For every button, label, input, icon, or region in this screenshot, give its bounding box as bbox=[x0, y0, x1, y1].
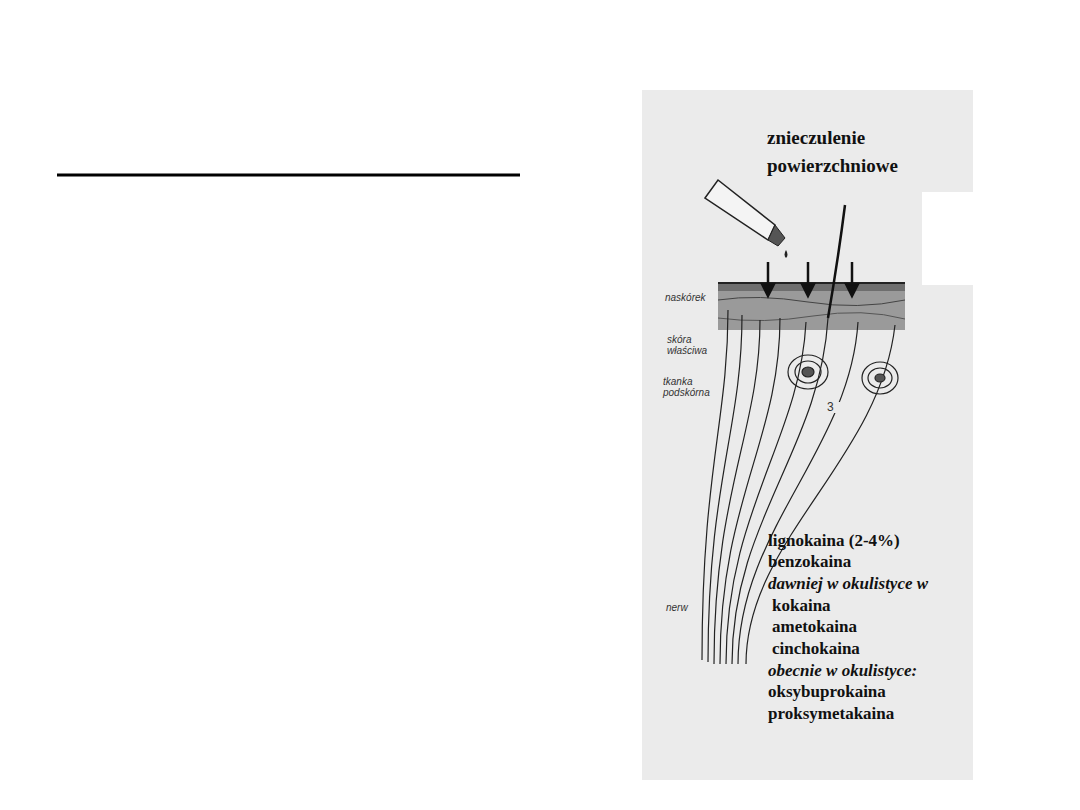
layer-label: naskórek bbox=[664, 292, 718, 303]
drug-name: ametokaina bbox=[772, 617, 857, 637]
white-notch bbox=[922, 192, 973, 285]
hair-shaft bbox=[828, 205, 845, 318]
figure-title: znieczulenie powierzchniowe bbox=[767, 124, 967, 180]
drug-name: kokaina bbox=[772, 596, 831, 616]
lamellar-corpuscle bbox=[788, 355, 898, 394]
drug-name: benzokaina bbox=[768, 552, 851, 572]
note-heading: dawniej w okulistyce w bbox=[768, 574, 928, 594]
drug-name: cinchokaina bbox=[772, 639, 860, 659]
layer-label: skóra właściwa bbox=[666, 334, 716, 356]
header-rule bbox=[57, 174, 520, 177]
scan-panel bbox=[642, 90, 973, 780]
nerve-fibers bbox=[702, 310, 895, 664]
nerve-label: nerw bbox=[665, 602, 699, 613]
callout-number: 3 bbox=[826, 402, 842, 413]
penetration-arrows bbox=[762, 262, 858, 296]
layer-label: tkanka podskórna bbox=[662, 376, 720, 398]
note-heading: obecnie w okulistyce: bbox=[768, 661, 917, 681]
drug-name: proksymetakaina bbox=[768, 704, 894, 724]
drug-name: oksybuprokaina bbox=[768, 682, 886, 702]
dropper-tube bbox=[705, 180, 788, 258]
skin-layers bbox=[718, 283, 905, 330]
drug-name: lignokaina (2-4%) bbox=[768, 531, 900, 551]
